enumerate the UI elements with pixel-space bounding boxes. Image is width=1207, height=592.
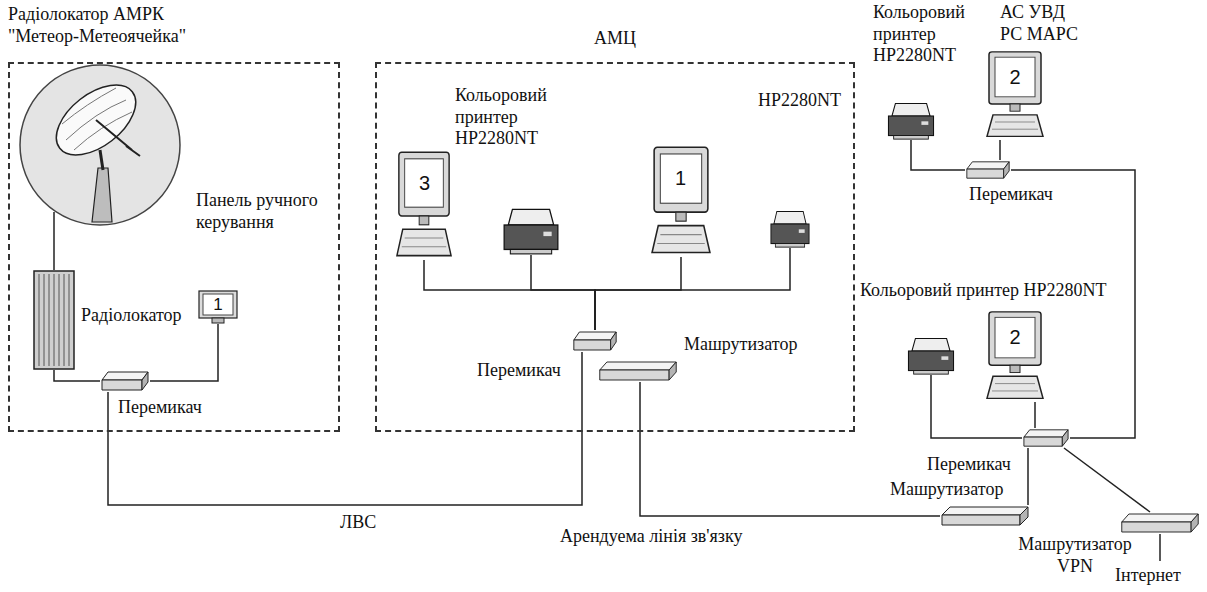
dashed-region: АМЦ3Кольоровий принтер HP2280NT1HP2280NT…: [375, 62, 855, 432]
line-label: Інтернет: [1115, 565, 1181, 587]
device-label: HP2280NT: [758, 90, 841, 112]
screen-number: 2: [995, 57, 1035, 97]
printer-icon: HP2280NT: [768, 208, 812, 248]
network-switch: Перемикач: [965, 160, 1011, 180]
network-link: [911, 140, 965, 170]
radome: [20, 65, 180, 225]
network-link: [595, 248, 790, 330]
device-label: Кольоровий принтер HP2280NT: [455, 85, 570, 150]
device-label: Панель ручного керування: [196, 190, 334, 233]
radar-cabinet: Радіолокатор: [33, 270, 75, 370]
device-label: Радіолокатор: [81, 305, 182, 327]
region-outline: [8, 62, 340, 432]
device-label: Перемикач: [118, 397, 202, 419]
network-router: Машрутизатор VPN: [1120, 512, 1200, 534]
antenna-pedestal: [92, 168, 112, 222]
printer-icon: Кольоровий принтер HP2280NT: [905, 335, 957, 375]
screen-number: 3: [405, 159, 444, 207]
radar-cabinet-icon: [33, 270, 75, 370]
network-switch: Перемикач: [100, 370, 150, 392]
device-label: Перемикач: [969, 184, 1053, 206]
workstation-icon: [395, 150, 453, 260]
dashed-region: Радіолокатор АМРК "Метеор-Метеоячейка"Ра…: [8, 62, 340, 432]
network-router-icon: [940, 505, 1030, 527]
network-switch-icon: [965, 160, 1011, 180]
workstation: АС УВД РС МАРС2: [985, 50, 1045, 140]
line-label: Арендуема лінія зв'язку: [560, 526, 742, 548]
network-switch-icon: [572, 330, 618, 352]
region-title: АМЦ: [575, 28, 655, 50]
network-switch-icon: [1022, 428, 1070, 448]
printer-icon: Кольоровий принтер HP2280NT: [885, 100, 937, 140]
workstation: 3: [395, 150, 453, 260]
device-label: Машрутизатор: [684, 334, 797, 356]
workstation-icon: [985, 310, 1045, 402]
device-label: АС УВД РС МАРС: [1000, 2, 1090, 45]
network-link: [595, 257, 681, 330]
network-link: [1064, 448, 1150, 512]
workstation-icon: [650, 145, 712, 257]
internet-line: [1159, 534, 1161, 561]
network-link: [424, 260, 595, 330]
printer-icon-icon: [768, 208, 812, 248]
device-label: Перемикач: [927, 454, 1011, 476]
screen-number: 2: [995, 317, 1035, 357]
device-label: Кольоровий принтер HP2280NT: [873, 2, 983, 67]
network-router: Машрутизатор: [598, 360, 678, 382]
line-label: ЛВС: [340, 512, 376, 534]
printer-icon: Кольоровий принтер HP2280NT: [500, 205, 562, 255]
antenna-mount: [100, 150, 103, 170]
screen-number: 1: [203, 294, 233, 315]
printer-icon-icon: [885, 100, 937, 140]
workstation-icon: [985, 50, 1045, 140]
network-switch: Перемикач: [1022, 428, 1070, 448]
network-link: [1034, 402, 1036, 428]
network-link: [531, 255, 595, 330]
network-router-icon: [1120, 512, 1200, 534]
network-link: [999, 140, 1001, 160]
network-link: [150, 324, 218, 381]
device-label: Кольоровий принтер HP2280NT: [860, 280, 1107, 302]
antenna-feed: [96, 120, 140, 156]
region-title: Радіолокатор АМРК "Метеор-Метеоячейка": [8, 4, 213, 47]
printer-icon-icon: [500, 205, 562, 255]
network-router: Машрутизатор: [940, 505, 1030, 527]
screen-number: 1: [660, 154, 701, 203]
workstation: 1: [650, 145, 712, 257]
control-monitor: Панель ручного керування1: [198, 290, 238, 324]
network-switch-icon: [100, 370, 150, 392]
printer-icon-icon: [905, 335, 957, 375]
network-link: [54, 370, 100, 381]
device-label: Машрутизатор: [890, 479, 1003, 501]
network-link: [108, 352, 582, 505]
network-router-icon: [598, 360, 678, 382]
workstation: 2: [985, 310, 1045, 402]
antenna-dish: [44, 71, 149, 169]
network-link: [1027, 448, 1029, 505]
network-switch: Перемикач: [572, 330, 618, 352]
radar-cable: [53, 212, 55, 270]
device-label: Перемикач: [477, 360, 561, 382]
